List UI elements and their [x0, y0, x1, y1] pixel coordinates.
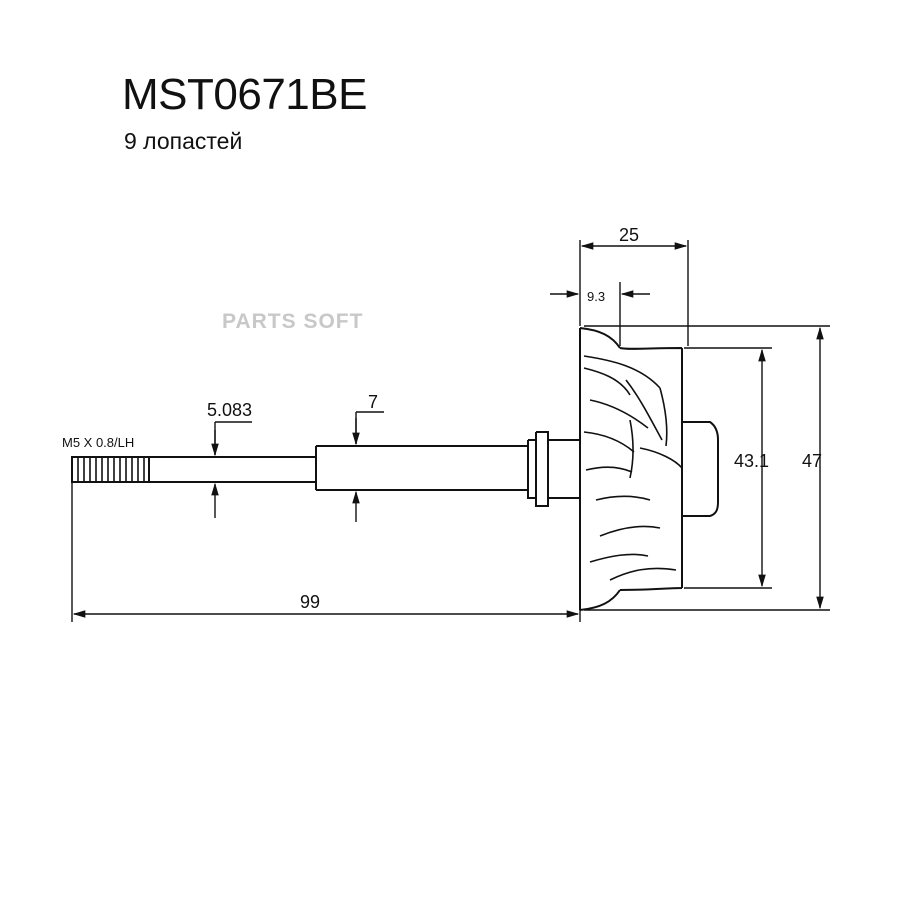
shaft-journal-section [315, 445, 528, 491]
thread-section [71, 456, 150, 483]
dim-overall-length: 99 [300, 592, 320, 612]
dim-tip-offset: 9.3 [587, 289, 605, 304]
wheel-blades [583, 355, 683, 581]
wheel-nose [682, 421, 719, 517]
dim-inducer-diameter: 43.1 [734, 451, 769, 471]
shaft-thin-section [149, 456, 316, 483]
dim-exducer-diameter: 47 [802, 451, 822, 471]
dim-thread-spec: M5 X 0.8/LH [62, 435, 134, 450]
dim-wheel-length: 25 [619, 225, 639, 245]
part-number-title: MST0671BE [122, 70, 367, 119]
watermark-text: PARTS SOFT [222, 310, 363, 333]
dim-journal-diameter: 7 [368, 392, 378, 412]
blade-count-subtitle: 9 лопастей [124, 128, 243, 154]
shaft-collar [527, 431, 580, 507]
dim-shaft-diameter: 5.083 [207, 400, 252, 420]
